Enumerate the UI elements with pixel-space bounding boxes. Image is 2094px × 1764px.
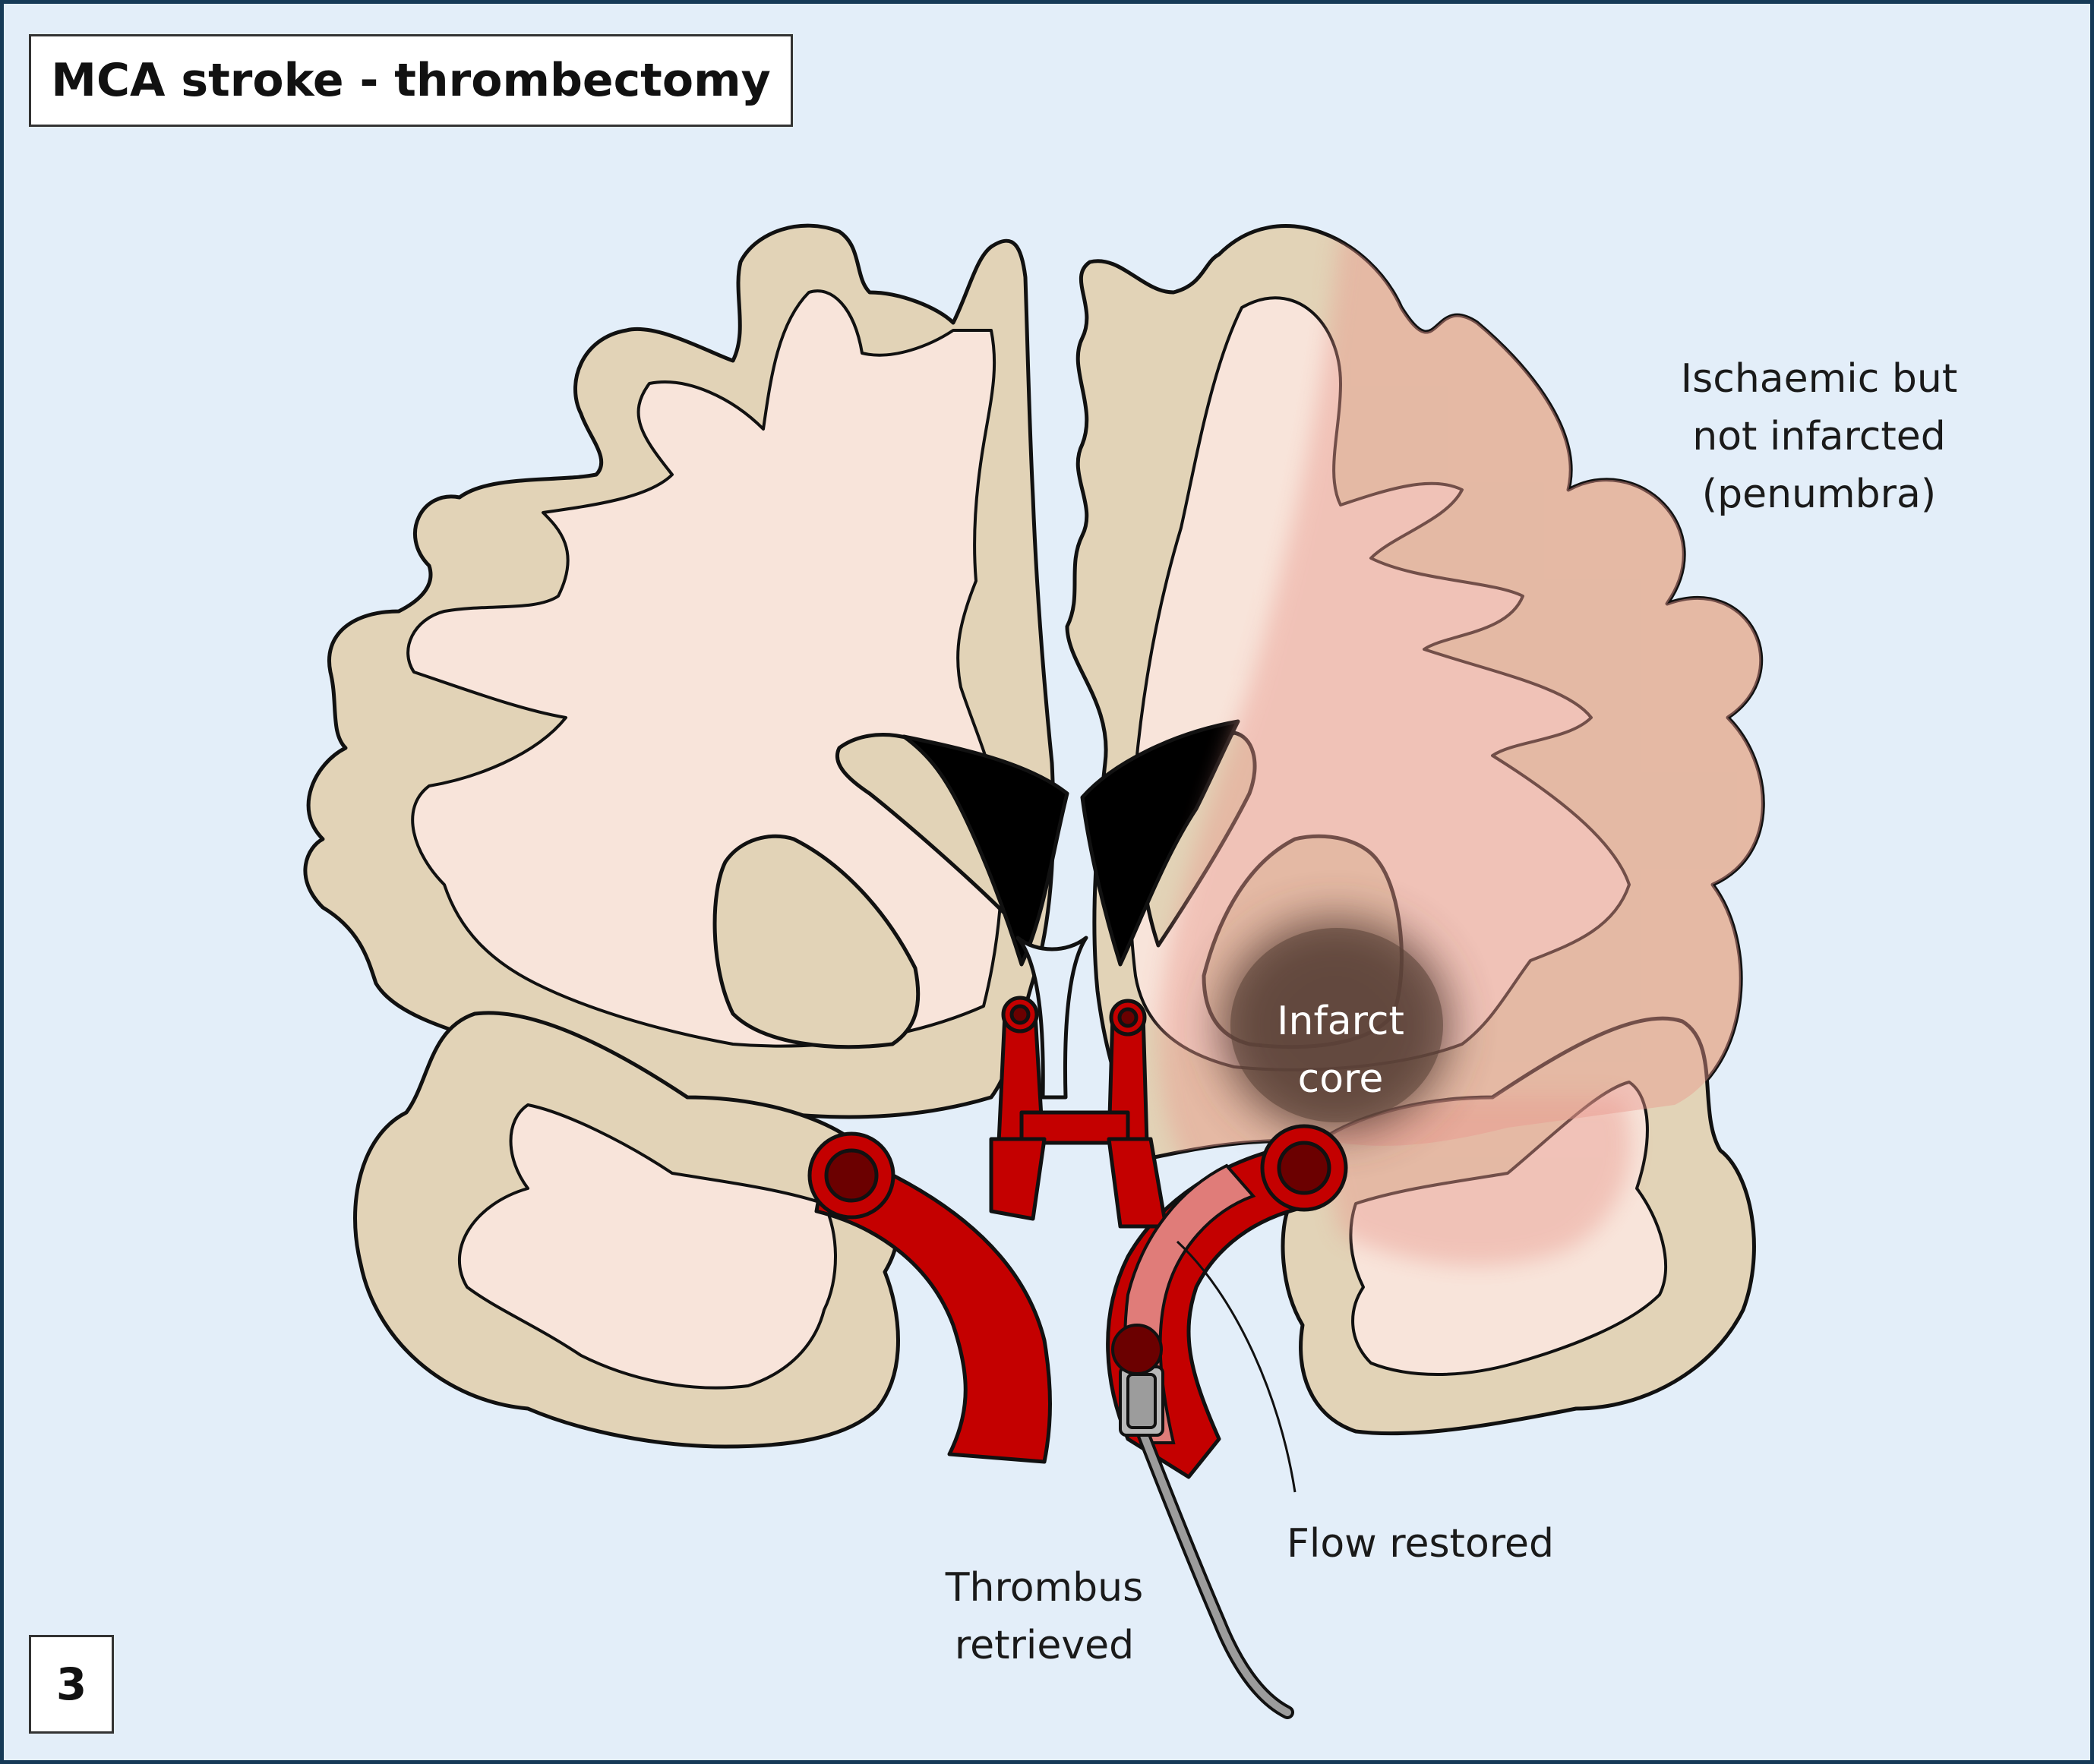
retrieved-thrombus [1111, 1324, 1163, 1375]
left-temporal-white-matter [458, 1103, 837, 1390]
left-carotid [814, 1144, 1052, 1464]
flow-restored-leader [1176, 1240, 1297, 1493]
step-number-badge: 3 [29, 1635, 114, 1734]
brain-illustration [303, 223, 1765, 1719]
left-lentiform [712, 834, 921, 1049]
right-lateral-ventricle [1080, 719, 1240, 967]
page-title: MCA stroke - thrombectomy [29, 34, 793, 127]
thrombus-retrieved-label: Thrombus retrieved [945, 1565, 1144, 1668]
penumbra-temporal [1310, 1097, 1631, 1266]
flow-restored-label: Flow restored [1287, 1521, 1554, 1567]
left-hemisphere-white-matter [406, 289, 1003, 1048]
third-ventricle [1015, 936, 1088, 1100]
penumbra-label: Ischaemic but not infarcted (penumbra) [1680, 356, 1958, 517]
vessel-cut-ends [807, 996, 1348, 1220]
stent-retriever [1119, 1365, 1164, 1437]
infarct-core-label: Infarct core [1277, 999, 1404, 1102]
